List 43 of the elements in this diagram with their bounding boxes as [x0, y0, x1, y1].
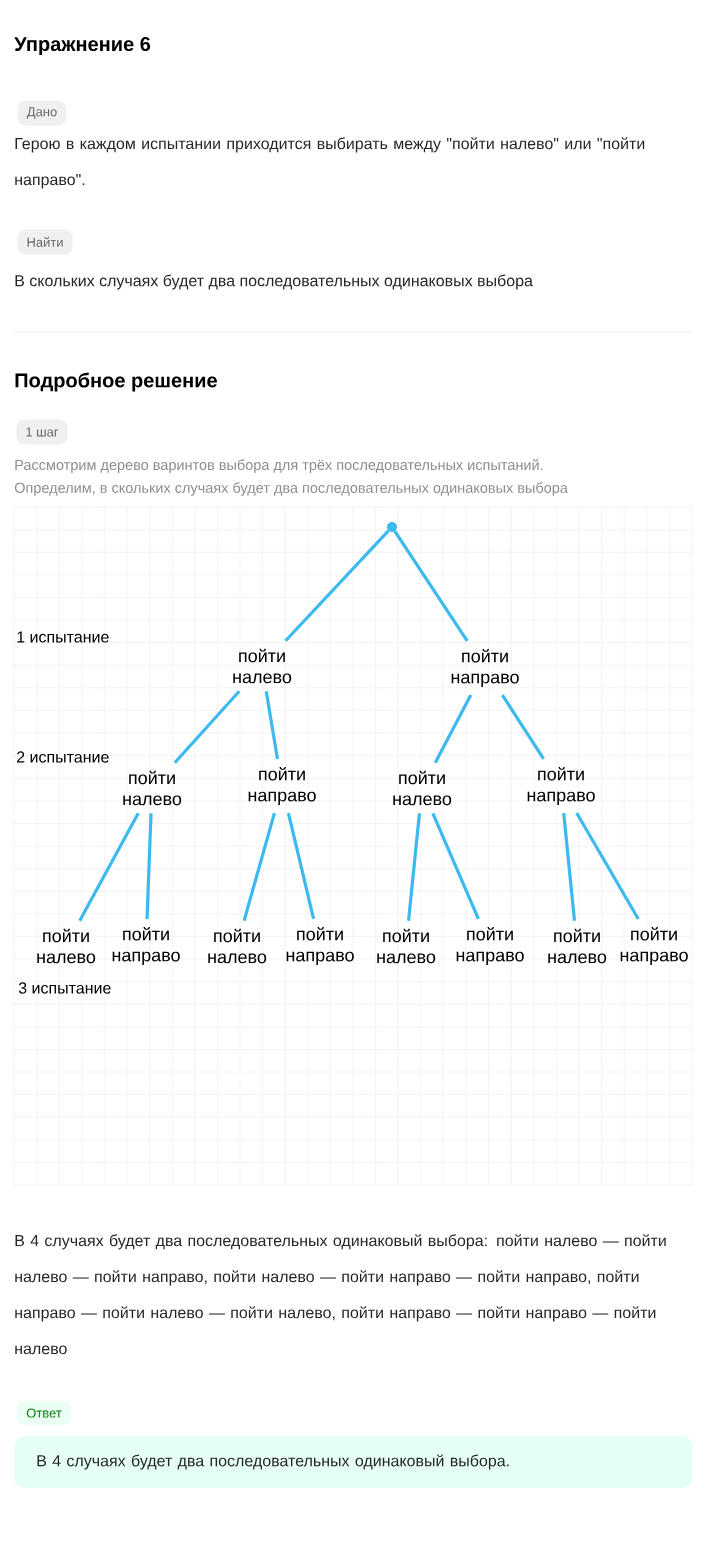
- tag-badge: Дано: [17, 100, 67, 126]
- level-label: 2 испытание: [17, 751, 109, 763]
- choice-label: пойти налево: [123, 770, 182, 806]
- tag-badge: 1 шаг: [16, 419, 68, 445]
- choice-label: пойти налево: [548, 928, 607, 964]
- branch-line: [406, 813, 422, 921]
- choice-label: пойти направо: [620, 926, 688, 966]
- choice-label: пойти направо: [112, 926, 180, 966]
- level-label: 3 испытание: [18, 982, 111, 994]
- branch-line: [78, 812, 140, 922]
- branch-line: [286, 812, 316, 920]
- choice-label: пойти направо: [451, 648, 519, 688]
- branch-line: [393, 530, 469, 642]
- choice-label: пойти налево: [393, 770, 452, 806]
- branch-line: [145, 813, 153, 920]
- choice-label: пойти налево: [37, 928, 96, 964]
- choice-label: пойти налево: [233, 648, 292, 684]
- question-text: В скольких случаях будет два последовательных одинаковых выбора: [15, 274, 533, 290]
- tag-badge: Найти: [17, 229, 73, 255]
- solution-text: В 4 случаях будет два последовательных одинаковый выбора: пойти налево — пойти налево — пойти направо, пойти налево — пойти направо — пойти направо, пойти направо — пойти налево — пойти налево, пойти направо — пойти направо — пойти налево: [15, 1234, 666, 1355]
- branch-line: [431, 812, 480, 920]
- branch-line: [501, 694, 545, 760]
- section-heading: Подробное решение: [15, 372, 217, 392]
- choice-label: пойти налево: [377, 928, 436, 964]
- branch-line: [242, 812, 276, 922]
- choice-label: пойти направо: [248, 766, 316, 806]
- branch-line: [173, 690, 241, 764]
- exercise-title: Упражнение 6: [14, 36, 151, 56]
- answer-badge: Ответ: [17, 1401, 71, 1425]
- branch-line: [433, 694, 473, 764]
- choice-label: пойти направо: [527, 766, 595, 806]
- branch-line: [264, 691, 280, 760]
- choice-label: пойти направо: [286, 926, 354, 966]
- given-text: Герою в каждом испытании приходится выбирать между "пойти налево" или "пойти направо".: [15, 137, 645, 189]
- answer-box: В 4 случаях будет два последовательных одинаковый выбора.: [14, 1436, 693, 1488]
- step-text: Определим, в скольких случаях будет два последовательных одинаковых выбора: [14, 482, 568, 496]
- step-text: Рассмотрим дерево варинтов выбора для трёх последовательных испытаний.: [15, 459, 543, 473]
- level-label: 1 испытание: [17, 631, 109, 643]
- branch-line: [562, 812, 577, 921]
- branch-line: [284, 529, 390, 642]
- branch-line: [575, 812, 640, 920]
- choice-label: пойти направо: [456, 926, 524, 966]
- choice-label: пойти налево: [208, 928, 267, 964]
